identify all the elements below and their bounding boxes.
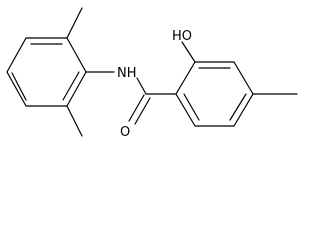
bond: [66, 37, 87, 73]
carbonyl-oxygen-label: O: [120, 125, 130, 140]
hydroxyl-label: HO: [172, 29, 192, 44]
carbonyl-double-bond-b: [134, 97, 151, 125]
hydroxyl-bond: [181, 41, 196, 63]
nh-label: NH: [117, 66, 137, 81]
right-ring: [175, 61, 254, 127]
double-bond-inner: [229, 93, 247, 121]
bond: [6, 37, 27, 73]
bond: [175, 61, 196, 95]
bond: [66, 71, 87, 107]
nitrogen-to-carbonyl-bond: [136, 77, 147, 95]
bond: [233, 61, 254, 95]
left-ring: [6, 37, 87, 107]
bond: [233, 93, 254, 127]
double-bond-inner: [62, 71, 80, 101]
methyl-bond-bottom: [66, 105, 83, 137]
double-bond-inner: [11, 72, 27, 101]
carbonyl-double-bond-a: [128, 94, 145, 122]
methyl-bond-top: [66, 7, 83, 39]
bond: [175, 93, 196, 127]
molecule-structure-diagram: NH O HO: [6, 7, 298, 140]
bond: [6, 71, 27, 107]
double-bond-inner: [183, 93, 200, 121]
